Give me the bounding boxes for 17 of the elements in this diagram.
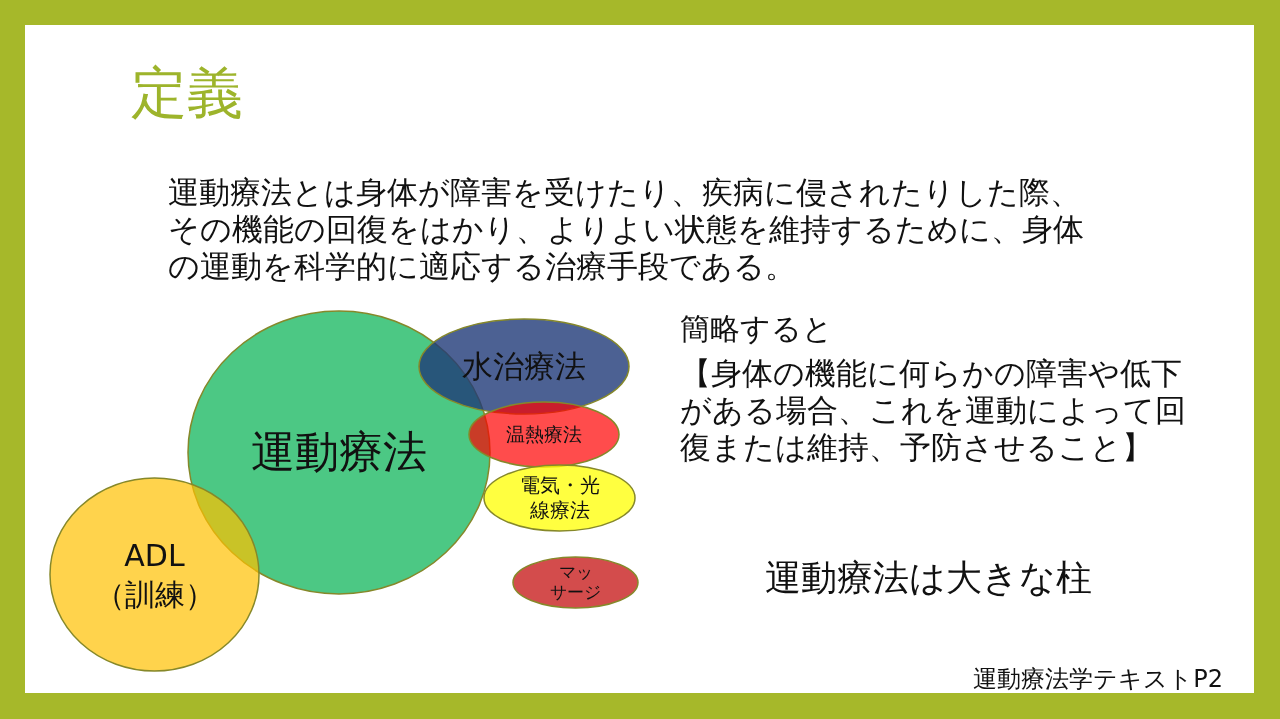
- circle-label: 温熱療法: [506, 423, 582, 446]
- venn-circle: [49, 477, 260, 672]
- key-message: 運動療法は大きな柱: [765, 556, 1092, 600]
- circle-label: 電気・光線療法: [518, 473, 601, 523]
- slide-title: 定義: [131, 60, 243, 126]
- circle-label: マッサージ: [549, 562, 602, 603]
- summary-heading: 簡略すると: [680, 310, 833, 347]
- venn-ellipse: [418, 318, 630, 415]
- source-note: 運動療法学テキストP2: [973, 665, 1223, 694]
- circle-label: ADL（訓練）: [93, 536, 216, 614]
- venn-ellipse: [468, 401, 620, 468]
- summary-text: 【身体の機能に何らかの障害や低下がある場合、これを運動によって回復または維持、予防させること】: [680, 355, 1187, 466]
- definition-text: 運動療法とは身体が障害を受けたり、疾病に侵されたりした際、その機能の回復をはかり、よりよい状態を維持するために、身体の運動を科学的に適応する治療手段である。: [168, 174, 1085, 285]
- venn-ellipse: [512, 556, 639, 609]
- venn-ellipse: [483, 464, 636, 532]
- circle-label: 水治療法: [462, 347, 586, 386]
- circle-label: 運動療法: [251, 426, 427, 479]
